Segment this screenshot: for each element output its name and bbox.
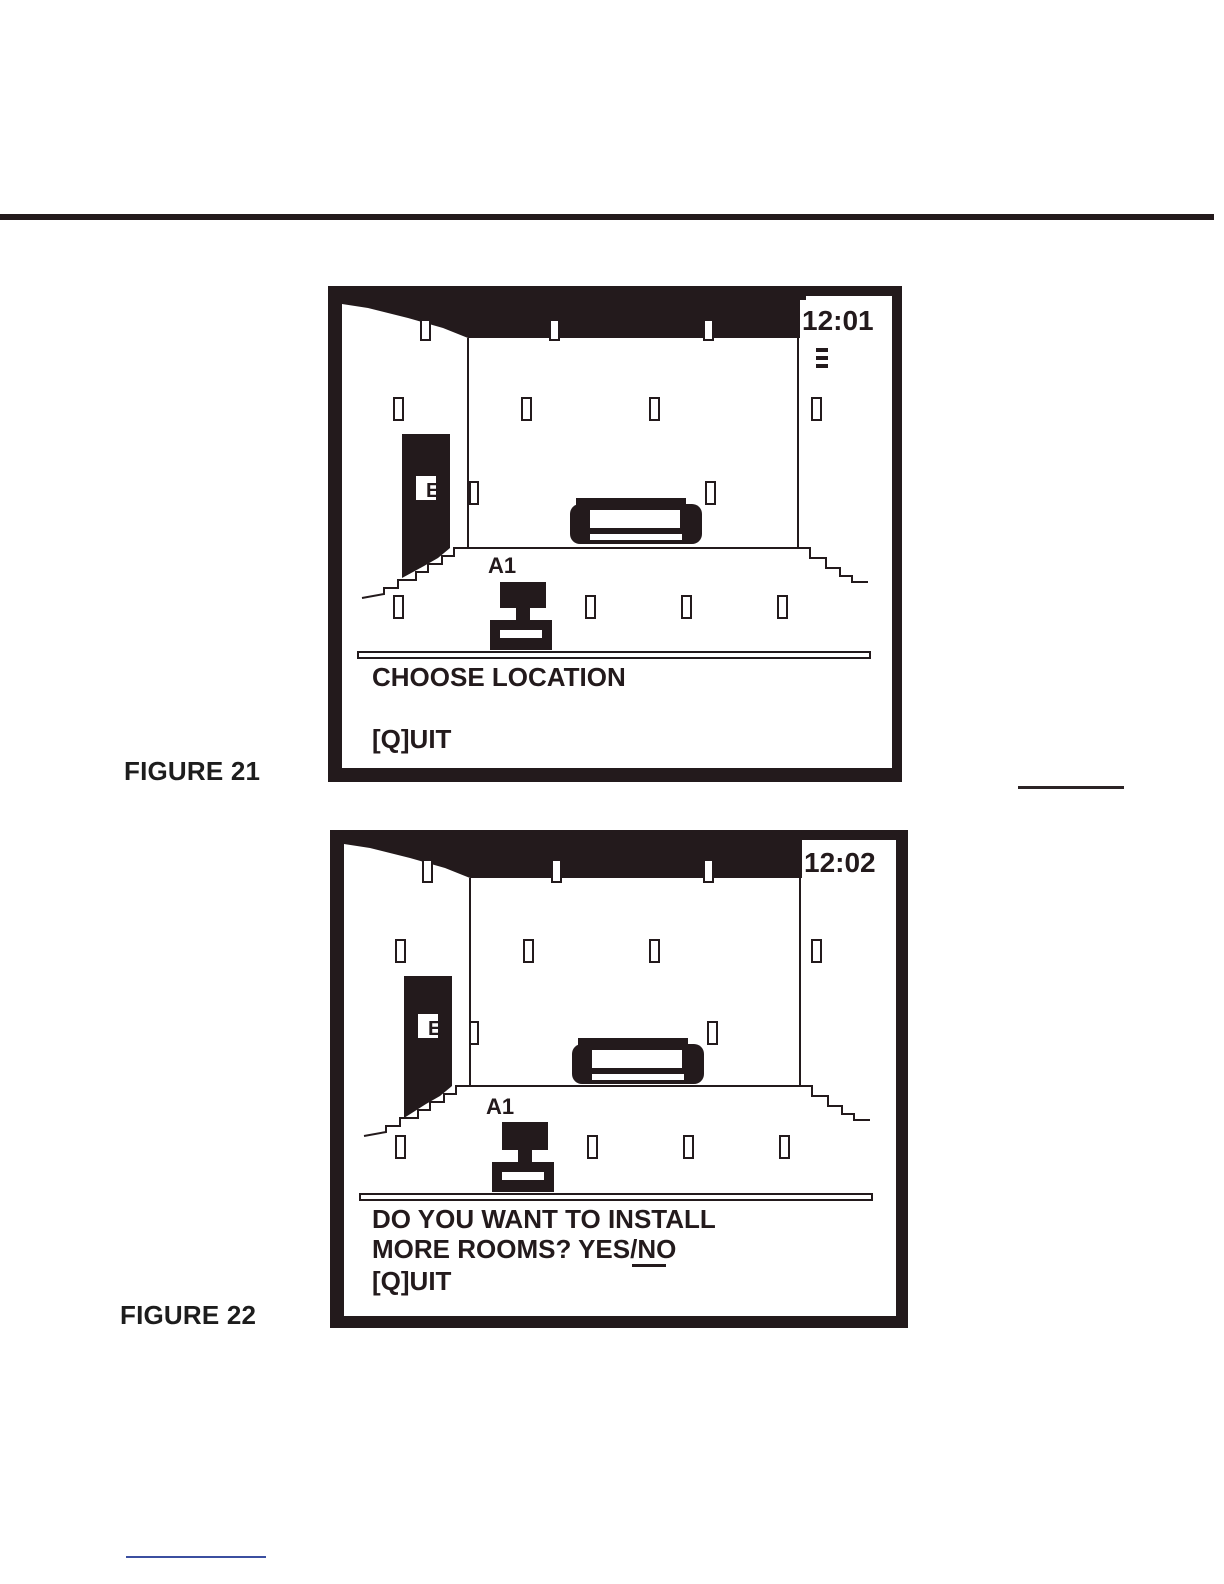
figure-22-scene (330, 830, 908, 1328)
margin-dash (1018, 786, 1124, 789)
figure-22-screen: A1 E 12:02 DO YOU WANT TO INSTALL MORE R… (330, 830, 908, 1328)
page-bottom-line (126, 1556, 266, 1558)
page-top-rule (0, 214, 1214, 220)
figure-21-screen: A1 E 12:01 CHOOSE LOCATION [Q]UIT (328, 286, 902, 782)
figure-21-scene (328, 286, 902, 782)
figure-22-caption: FIGURE 22 (120, 1300, 256, 1331)
selected-option-underline (632, 1264, 666, 1267)
figure-21-caption: FIGURE 21 (124, 756, 260, 787)
